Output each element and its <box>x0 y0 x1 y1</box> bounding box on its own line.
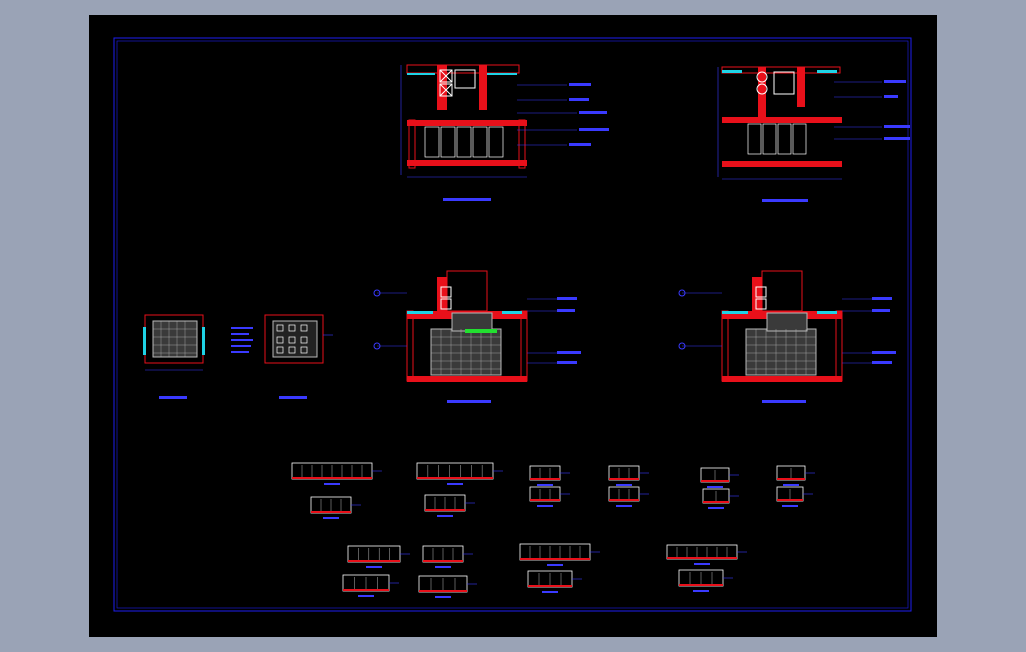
elevation-view[interactable] <box>776 465 815 486</box>
elevation-view[interactable] <box>678 569 733 592</box>
elevation-view[interactable] <box>529 486 570 507</box>
sheet-border-inner <box>116 40 909 609</box>
elevation-view[interactable] <box>700 467 739 488</box>
elevation-view[interactable] <box>519 543 600 566</box>
sheet-border-outer <box>113 37 912 612</box>
elevation-view[interactable] <box>291 462 382 485</box>
drawing-sheet[interactable] <box>89 15 937 637</box>
elevation-view[interactable] <box>776 486 813 507</box>
elevation-view[interactable] <box>529 465 570 486</box>
elevation-view[interactable] <box>666 544 747 565</box>
elevation-view[interactable] <box>422 545 473 568</box>
plan-top-left[interactable] <box>400 64 609 201</box>
plan-mid-right[interactable] <box>678 270 896 403</box>
cad-drawing-canvas[interactable] <box>89 15 937 637</box>
elevation-view[interactable] <box>702 488 739 509</box>
elevation-group <box>291 462 815 598</box>
detail-left-callouts <box>231 327 253 353</box>
elevation-view[interactable] <box>416 462 503 485</box>
elevation-view[interactable] <box>608 486 649 507</box>
elevation-view[interactable] <box>418 575 477 598</box>
plan-mid-left[interactable] <box>373 270 581 403</box>
plan-top-right[interactable] <box>717 66 910 202</box>
elevation-view[interactable] <box>424 494 475 517</box>
elevation-view[interactable] <box>527 570 582 593</box>
detail-left-1[interactable] <box>143 314 205 399</box>
elevation-view[interactable] <box>608 465 649 486</box>
elevation-view[interactable] <box>342 574 399 597</box>
elevation-view[interactable] <box>347 545 410 568</box>
elevation-view[interactable] <box>310 496 361 519</box>
detail-left-2[interactable] <box>264 314 333 399</box>
